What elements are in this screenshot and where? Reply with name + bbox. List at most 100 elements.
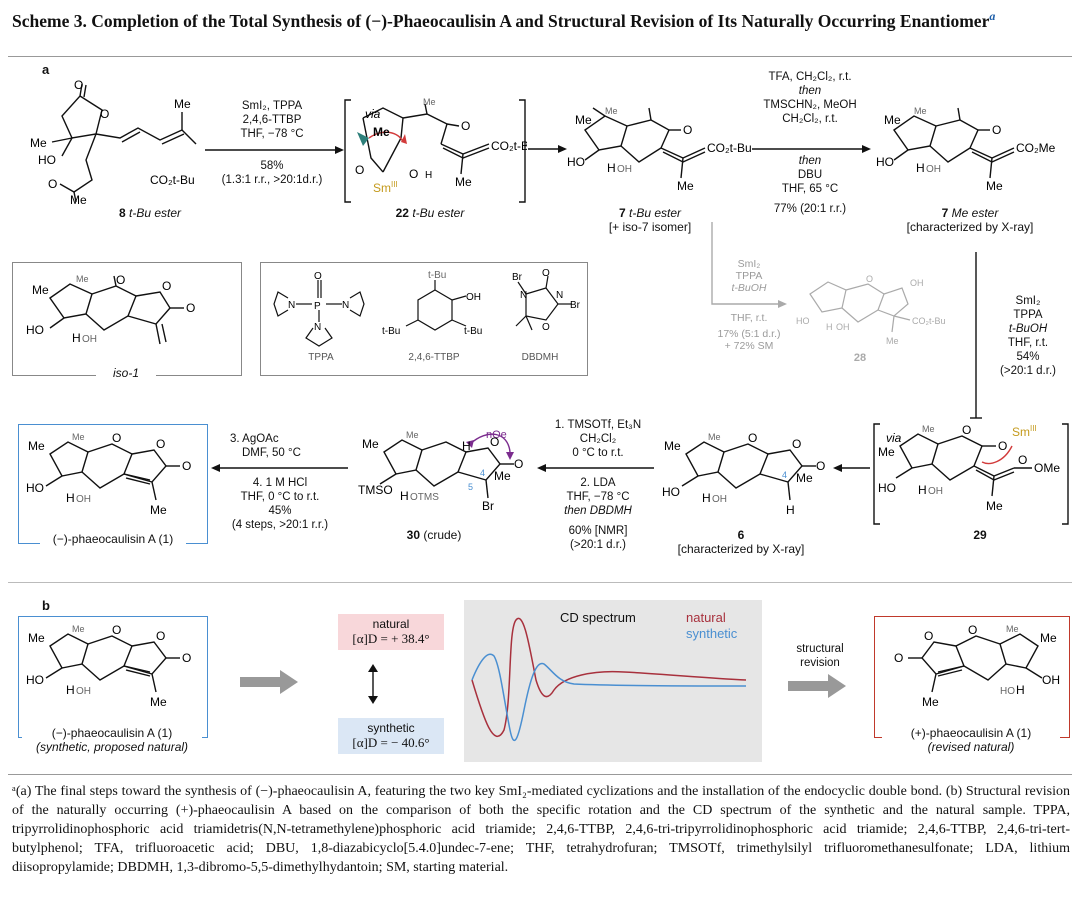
product-b-right-structure: Me Me O O O OH HO H Me: [894, 623, 1060, 709]
scheme-title-footnote-marker: a: [989, 9, 996, 23]
step1-line5: (1.3:1 r.r., >20:1d.r.): [221, 174, 323, 186]
atom-o: O: [683, 123, 692, 137]
atom-ho: HO: [662, 485, 680, 499]
molecule-29-bracket: via Me Me O O SmIII O OMe HO H OH Me: [873, 423, 1069, 525]
atom-me: Me: [986, 499, 1003, 513]
sm-text-2: Sm: [1012, 425, 1030, 439]
atom-o: O: [162, 279, 171, 293]
atom-ho: HO: [1000, 686, 1015, 697]
molecule-28-label: 28: [853, 352, 867, 364]
step4-l2: CH₂Cl₂: [579, 433, 617, 445]
step1-line2: 2,4,6-TTBP: [242, 114, 302, 126]
atom-me: Me: [922, 424, 935, 434]
step3-l6: (>20:1 d.r.): [1000, 365, 1056, 377]
atom-n: N: [314, 322, 321, 333]
atom-otms: OTMS: [410, 492, 439, 503]
product-b-left-name: (−)-phaeocaulisin A (1): [51, 726, 173, 740]
cd-legend-synthetic: synthetic: [686, 626, 738, 641]
atom-h: H: [72, 331, 81, 345]
atom-me: Me: [362, 437, 379, 451]
step1-line4: 58%: [260, 160, 284, 172]
atom-me: Me: [30, 136, 47, 150]
molecule-30-number: 30: [406, 528, 420, 542]
atom-me: Me: [150, 503, 167, 517]
atom-oh: OH: [76, 686, 91, 697]
atom-h: H: [66, 491, 75, 505]
atom-ho: HO: [26, 673, 44, 687]
atom-me: Me: [406, 430, 419, 440]
scheme-title-text: Scheme 3. Completion of the Total Synthe…: [12, 10, 990, 31]
step3-l2: TPPA: [1013, 309, 1043, 321]
synthetic-rotation-label: synthetic: [367, 721, 415, 735]
step3-l5: 54%: [1016, 351, 1040, 363]
sm-sup: III: [391, 180, 398, 189]
grey-arrow-right: [788, 674, 846, 698]
double-arrow: [368, 664, 378, 704]
step4-l6: then DBDMH: [564, 505, 632, 517]
atom-me: Me: [1006, 624, 1019, 634]
step4-conditions-bottom: 2. LDA THF, −78 °C then DBDMH 60% [NMR] …: [540, 476, 656, 552]
product-a-label: (−)-phaeocaulisin A (1): [40, 532, 186, 546]
step1-conditions-bottom: 58% (1.3:1 r.r., >20:1d.r.): [202, 159, 342, 187]
product-b-left-label: (−)-phaeocaulisin A (1) (synthetic, prop…: [22, 726, 202, 754]
step5-l3: 4. 1 M HCl: [252, 477, 308, 489]
atom-o: O: [48, 177, 57, 191]
tppa-structure: O P N N N: [273, 271, 365, 347]
atom-o: O: [112, 431, 121, 445]
atom-me: Me: [884, 113, 901, 127]
grey-side-arrow: [711, 222, 787, 308]
atom-o: O: [998, 439, 1007, 453]
product-a-structure: Me Me O O O HO H OH Me: [26, 431, 191, 517]
atom-br: Br: [512, 272, 523, 283]
cd-spectrum-title: CD spectrum: [560, 610, 636, 625]
atom-oh: OH: [836, 322, 850, 332]
atom-me: Me: [455, 175, 472, 189]
atom-tbu: t-Bu: [382, 326, 400, 337]
atom-me: Me: [28, 631, 45, 645]
atom-n: N: [288, 300, 295, 311]
atom-o: O: [314, 271, 322, 282]
grey-step-conditions-top: SmI₂ TPPA t-BuOH: [714, 258, 784, 294]
footnote-rule: [8, 774, 1072, 775]
panel-a-label: a: [42, 62, 50, 77]
cd-legend-natural: natural: [686, 610, 726, 625]
step4-arrow: [537, 464, 654, 472]
atom-tbu: t-Bu: [428, 270, 446, 281]
atom-h: H: [66, 683, 75, 697]
step3-l3: t-BuOH: [1008, 323, 1048, 335]
atom-me: Me: [922, 695, 939, 709]
atom-me: Me: [914, 106, 927, 116]
sm-label: SmIII: [373, 180, 398, 195]
molecule-22-number: 22: [395, 206, 409, 220]
scheme-footnote: ᵃ(a) The final steps toward the synthesi…: [12, 784, 1070, 875]
product-b-left-structure: Me Me O O O HO H OH Me: [26, 623, 191, 709]
molecule-29-label: 29: [973, 528, 987, 542]
grey-step-l4: THF, r.t.: [730, 312, 768, 324]
step3-arrow: [970, 252, 982, 419]
atom-o: O: [409, 167, 418, 181]
step5-conditions-bottom: 4. 1 M HCl THF, 0 °C to r.t. 45% (4 step…: [210, 476, 350, 532]
molecule-8-suffix: t-Bu ester: [129, 206, 182, 220]
grey-step-l6: + 72% SM: [724, 340, 774, 352]
atom-me: Me: [605, 106, 618, 116]
atom-me: Me: [708, 432, 721, 442]
molecule-8-number: 8: [118, 206, 126, 220]
atom-o: O: [100, 107, 109, 121]
atom-h: H: [702, 491, 711, 505]
molecule-22-suffix: t-Bu ester: [412, 206, 465, 220]
ttbp-structure: t-Bu OH t-Bu t-Bu: [382, 270, 482, 337]
molecule-6-number: 6: [737, 528, 745, 542]
natural-rotation-box: natural [α]D = + 38.4°: [338, 614, 444, 650]
atom-oh: OH: [617, 164, 632, 175]
atom-me: Me: [986, 179, 1003, 193]
tppa-label: TPPA: [308, 352, 334, 363]
atom-o: O: [542, 268, 550, 279]
via-label: via: [365, 107, 381, 121]
atom-o: O: [156, 437, 165, 451]
atom-4: 4: [480, 468, 485, 478]
product-b-left-sub: (synthetic, proposed natural): [35, 740, 189, 754]
step1-conditions-top: SmI₂, TPPA 2,4,6-TTBP THF, −78 °C: [212, 99, 332, 141]
atom-o: O: [1018, 453, 1027, 467]
molecule-6-structure: Me Me O O O Me 4 HO H OH H: [662, 431, 825, 517]
cd-curve-natural: [471, 617, 747, 738]
